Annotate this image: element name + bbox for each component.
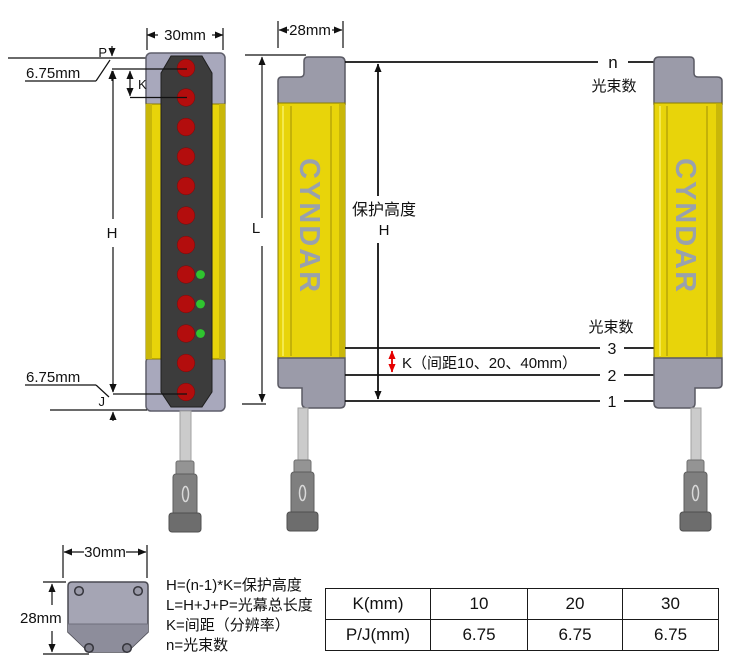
- red-led: [176, 235, 196, 255]
- red-led: [176, 206, 196, 225]
- pitch-label: K（间距10、20、40mm）: [402, 355, 577, 372]
- connector-slot: [298, 484, 307, 502]
- screw-hole: [132, 585, 144, 597]
- table-cell: 30: [622, 588, 719, 620]
- h-label: H: [107, 225, 118, 242]
- top-end-cap: [277, 56, 346, 105]
- table-header-pj: P/J(mm): [325, 619, 431, 651]
- table-row: K(mm) 10 20 30: [325, 588, 719, 620]
- brand-text: CYNDAR: [293, 158, 325, 294]
- red-led: [176, 147, 196, 166]
- yellow-body: [277, 102, 346, 360]
- table-cell: 6.75: [527, 619, 623, 651]
- connector-slot: [691, 484, 700, 502]
- connector-neck: [293, 459, 312, 474]
- green-led: [196, 329, 205, 338]
- table-row: P/J(mm) 6.75 6.75 6.75: [325, 619, 719, 651]
- l-label: L: [252, 220, 260, 237]
- cross-section-view: 30mm 28mm: [20, 544, 149, 655]
- body-edge-shade: [716, 104, 722, 358]
- protection-height-symbol: H: [379, 222, 390, 239]
- k-label: K: [138, 77, 147, 92]
- top-end-cap: [653, 56, 723, 105]
- formula-line-1: H=(n-1)*K=保护高度: [166, 577, 302, 594]
- bottom-end-cap: [653, 357, 723, 409]
- beam-count-top-label: 光束数: [591, 78, 636, 95]
- connector-slot: [181, 485, 190, 503]
- connector-neck: [686, 459, 705, 474]
- red-led: [176, 294, 196, 314]
- emitter-view: 28mm L CYNDAR 保护高度 H K（间距10、20、40mm）: [242, 21, 577, 532]
- screw-hole: [73, 585, 85, 597]
- beam-2-label: 2: [608, 368, 617, 385]
- section-width-dim: 30mm: [84, 544, 126, 561]
- body-edge-shade: [339, 104, 345, 358]
- connector-body: [290, 471, 315, 515]
- leader-line: [95, 59, 111, 82]
- body-edge-shade: [219, 104, 225, 359]
- red-led: [176, 324, 196, 343]
- green-led: [196, 270, 205, 279]
- yellow-body: [653, 102, 723, 360]
- connector-body: [683, 471, 708, 515]
- beam-3-label: 3: [608, 341, 617, 358]
- cable: [690, 407, 702, 461]
- beam-1-label: 1: [608, 394, 617, 411]
- j-label: J: [99, 394, 106, 409]
- p-label: P: [98, 45, 107, 60]
- beam-n-label: n: [608, 53, 617, 72]
- body-edge-shade: [146, 104, 152, 359]
- green-led-column: [196, 270, 205, 338]
- brand-text: CYNDAR: [669, 158, 701, 294]
- beam-lines: n 光束数 光束数 3 2 1: [345, 53, 654, 411]
- table-header-k: K(mm): [325, 588, 431, 620]
- receiver-view: CYNDAR: [653, 56, 723, 532]
- protection-height-label: 保护高度: [352, 201, 416, 219]
- connector-flare: [168, 512, 202, 533]
- bottom-margin-dim: 6.75mm: [26, 369, 80, 386]
- red-led: [176, 382, 196, 402]
- red-led: [176, 265, 196, 284]
- screw-hole: [83, 642, 95, 654]
- red-led: [176, 117, 196, 137]
- connector-neck: [175, 460, 195, 476]
- front-view: 30mm P: [8, 27, 226, 533]
- red-led: [176, 353, 196, 373]
- formula-block: H=(n-1)*K=保护高度 L=H+J+P=光幕总长度 K=间距（分辨率） n…: [166, 577, 313, 654]
- front-width-dim: 30mm: [164, 27, 206, 44]
- connector-flare: [286, 511, 319, 532]
- table-cell: 20: [527, 588, 623, 620]
- formula-line-4: n=光束数: [166, 637, 228, 654]
- top-margin-dim: 6.75mm: [26, 65, 80, 82]
- table-cell: 6.75: [622, 619, 719, 651]
- cable: [179, 410, 192, 463]
- red-led: [176, 176, 196, 196]
- connector-body: [172, 473, 198, 516]
- leader-line: [95, 384, 110, 398]
- screw-hole: [121, 642, 133, 654]
- led-strip: [160, 55, 213, 408]
- section-profile-lower: [68, 624, 148, 652]
- beam-count-bottom-label: 光束数: [588, 319, 633, 336]
- table-cell: 10: [430, 588, 528, 620]
- formula-line-2: L=H+J+P=光幕总长度: [166, 597, 313, 614]
- connector-flare: [679, 511, 712, 532]
- red-led: [176, 58, 196, 78]
- emitter-width-dim: 28mm: [289, 22, 331, 39]
- cable: [297, 407, 309, 461]
- formula-line-3: K=间距（分辨率）: [166, 617, 290, 634]
- table-cell: 6.75: [430, 619, 528, 651]
- spec-table: K(mm) 10 20 30 P/J(mm) 6.75 6.75 6.75: [325, 588, 719, 651]
- section-height-dim: 28mm: [20, 610, 62, 627]
- green-led: [196, 299, 205, 309]
- bottom-end-cap: [277, 357, 346, 409]
